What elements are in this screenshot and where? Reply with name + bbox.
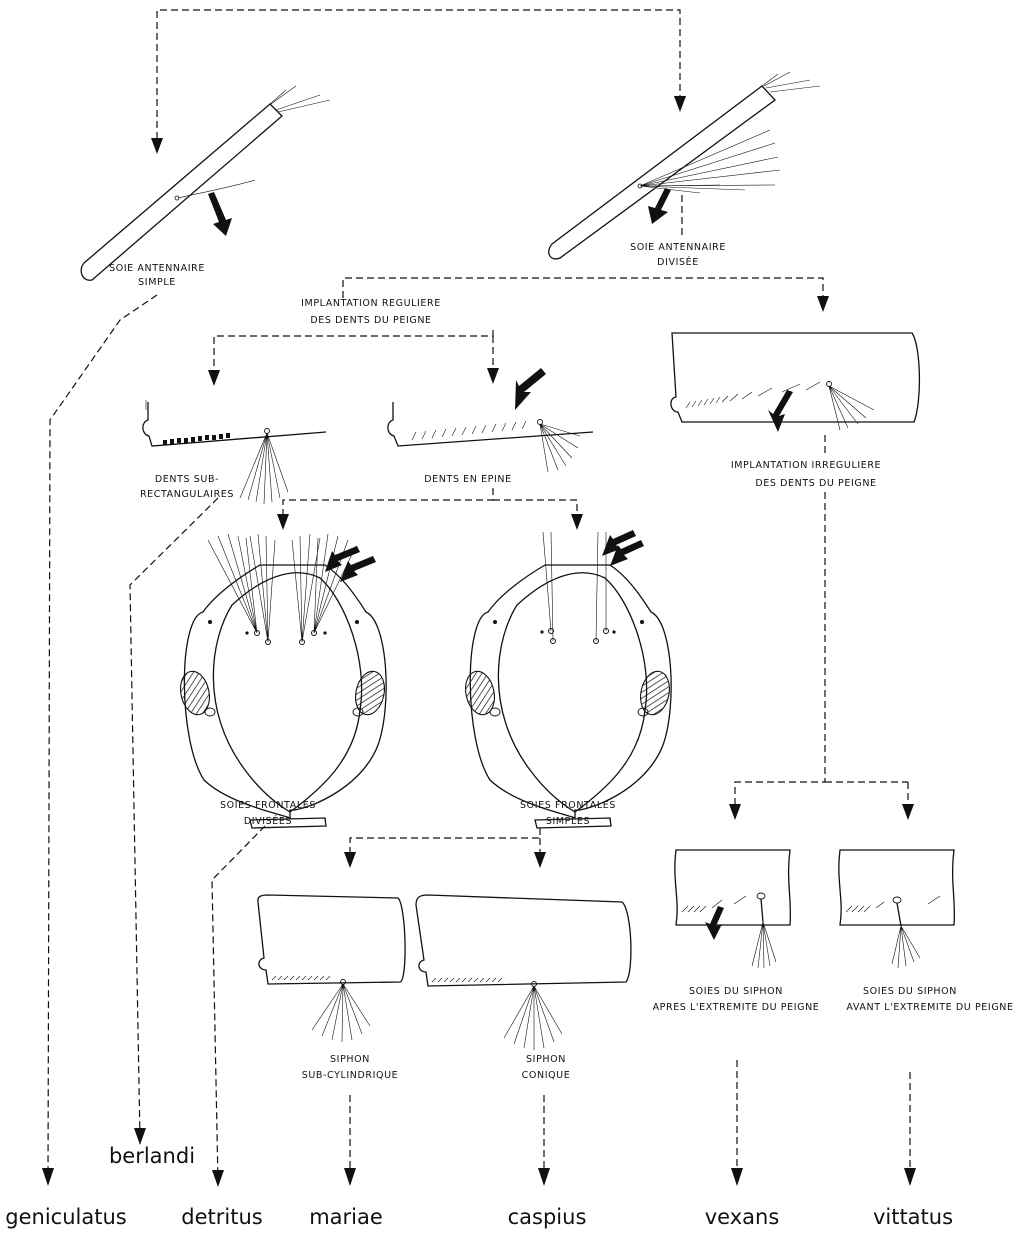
species-berlandi: berlandi bbox=[109, 1144, 195, 1168]
antenna-simple-drawing bbox=[81, 86, 330, 280]
caption-implantation-irreguliere-2: DES DENTS DU PEIGNE bbox=[755, 478, 876, 489]
comb-irregular-siphon-drawing bbox=[671, 333, 920, 432]
caption-soies-frontales-simples-2: SIMPLES bbox=[546, 816, 590, 827]
caption-implantation-reguliere-1: IMPLANTATION REGULIERE bbox=[301, 298, 441, 309]
caption-soie-antennaire-divisee-2: DIVISÉE bbox=[657, 256, 699, 268]
caption-implantation-reguliere-2: DES DENTS DU PEIGNE bbox=[310, 315, 431, 326]
comb-spine-drawing bbox=[388, 368, 593, 472]
caption-dents-en-epine: DENTS EN EPINE bbox=[424, 474, 511, 485]
siphon-sub-cylindrical-drawing bbox=[258, 895, 405, 1042]
arrow-icon bbox=[208, 192, 232, 236]
caption-soies-frontales-divisees-1: SOIES FRONTALES bbox=[220, 800, 316, 811]
siphon-setae-before-comb-drawing bbox=[839, 850, 955, 968]
caption-soies-frontales-simples-1: SOIES FRONTALES bbox=[520, 800, 616, 811]
caption-soies-frontales-divisees-2: DIVISÉES bbox=[244, 815, 292, 827]
caption-soies-siphon-avant-2: AVANT L'EXTREMITE DU PEIGNE bbox=[846, 1002, 1013, 1013]
species-vittatus: vittatus bbox=[873, 1205, 953, 1229]
caption-siphon-conique-1: SIPHON bbox=[526, 1054, 566, 1065]
species-geniculatus: geniculatus bbox=[5, 1205, 126, 1229]
caption-dents-sub-rectangulaires-2: RECTANGULAIRES bbox=[140, 489, 234, 500]
arrow-icon bbox=[515, 368, 546, 410]
captions: SOIE ANTENNAIRE SIMPLE SOIE ANTENNAIRE D… bbox=[109, 242, 1014, 1081]
head-frontal-divided-drawing bbox=[177, 534, 389, 828]
species-vexans: vexans bbox=[705, 1205, 780, 1229]
caption-siphon-sub-cylindrique-1: SIPHON bbox=[330, 1054, 370, 1065]
caption-implantation-irreguliere-1: IMPLANTATION IRREGULIERE bbox=[731, 460, 881, 471]
species-names: berlandi geniculatus detritus mariae cas… bbox=[5, 1144, 953, 1229]
head-frontal-simple-drawing bbox=[462, 530, 674, 828]
siphon-setae-after-comb-drawing bbox=[675, 850, 791, 968]
caption-soies-siphon-apres-1: SOIES DU SIPHON bbox=[689, 986, 783, 997]
caption-soie-antennaire-simple-1: SOIE ANTENNAIRE bbox=[109, 263, 205, 274]
caption-soies-siphon-avant-1: SOIES DU SIPHON bbox=[863, 986, 957, 997]
species-detritus: detritus bbox=[181, 1205, 262, 1229]
caption-soie-antennaire-divisee-1: SOIE ANTENNAIRE bbox=[630, 242, 726, 253]
caption-soies-siphon-apres-2: APRES L'EXTREMITE DU PEIGNE bbox=[653, 1002, 820, 1013]
siphon-conical-drawing bbox=[416, 895, 631, 1050]
arrow-icon bbox=[340, 556, 376, 582]
species-caspius: caspius bbox=[508, 1205, 587, 1229]
arrow-icon bbox=[705, 906, 724, 940]
caption-dents-sub-rectangulaires-1: DENTS SUB- bbox=[155, 474, 219, 485]
species-mariae: mariae bbox=[309, 1205, 383, 1229]
arrow-icon bbox=[648, 188, 671, 224]
caption-siphon-conique-2: CONIQUE bbox=[522, 1070, 571, 1081]
caption-siphon-sub-cylindrique-2: SUB-CYLINDRIQUE bbox=[302, 1070, 399, 1081]
caption-soie-antennaire-simple-2: SIMPLE bbox=[138, 277, 176, 288]
arrow-icon bbox=[768, 390, 793, 432]
